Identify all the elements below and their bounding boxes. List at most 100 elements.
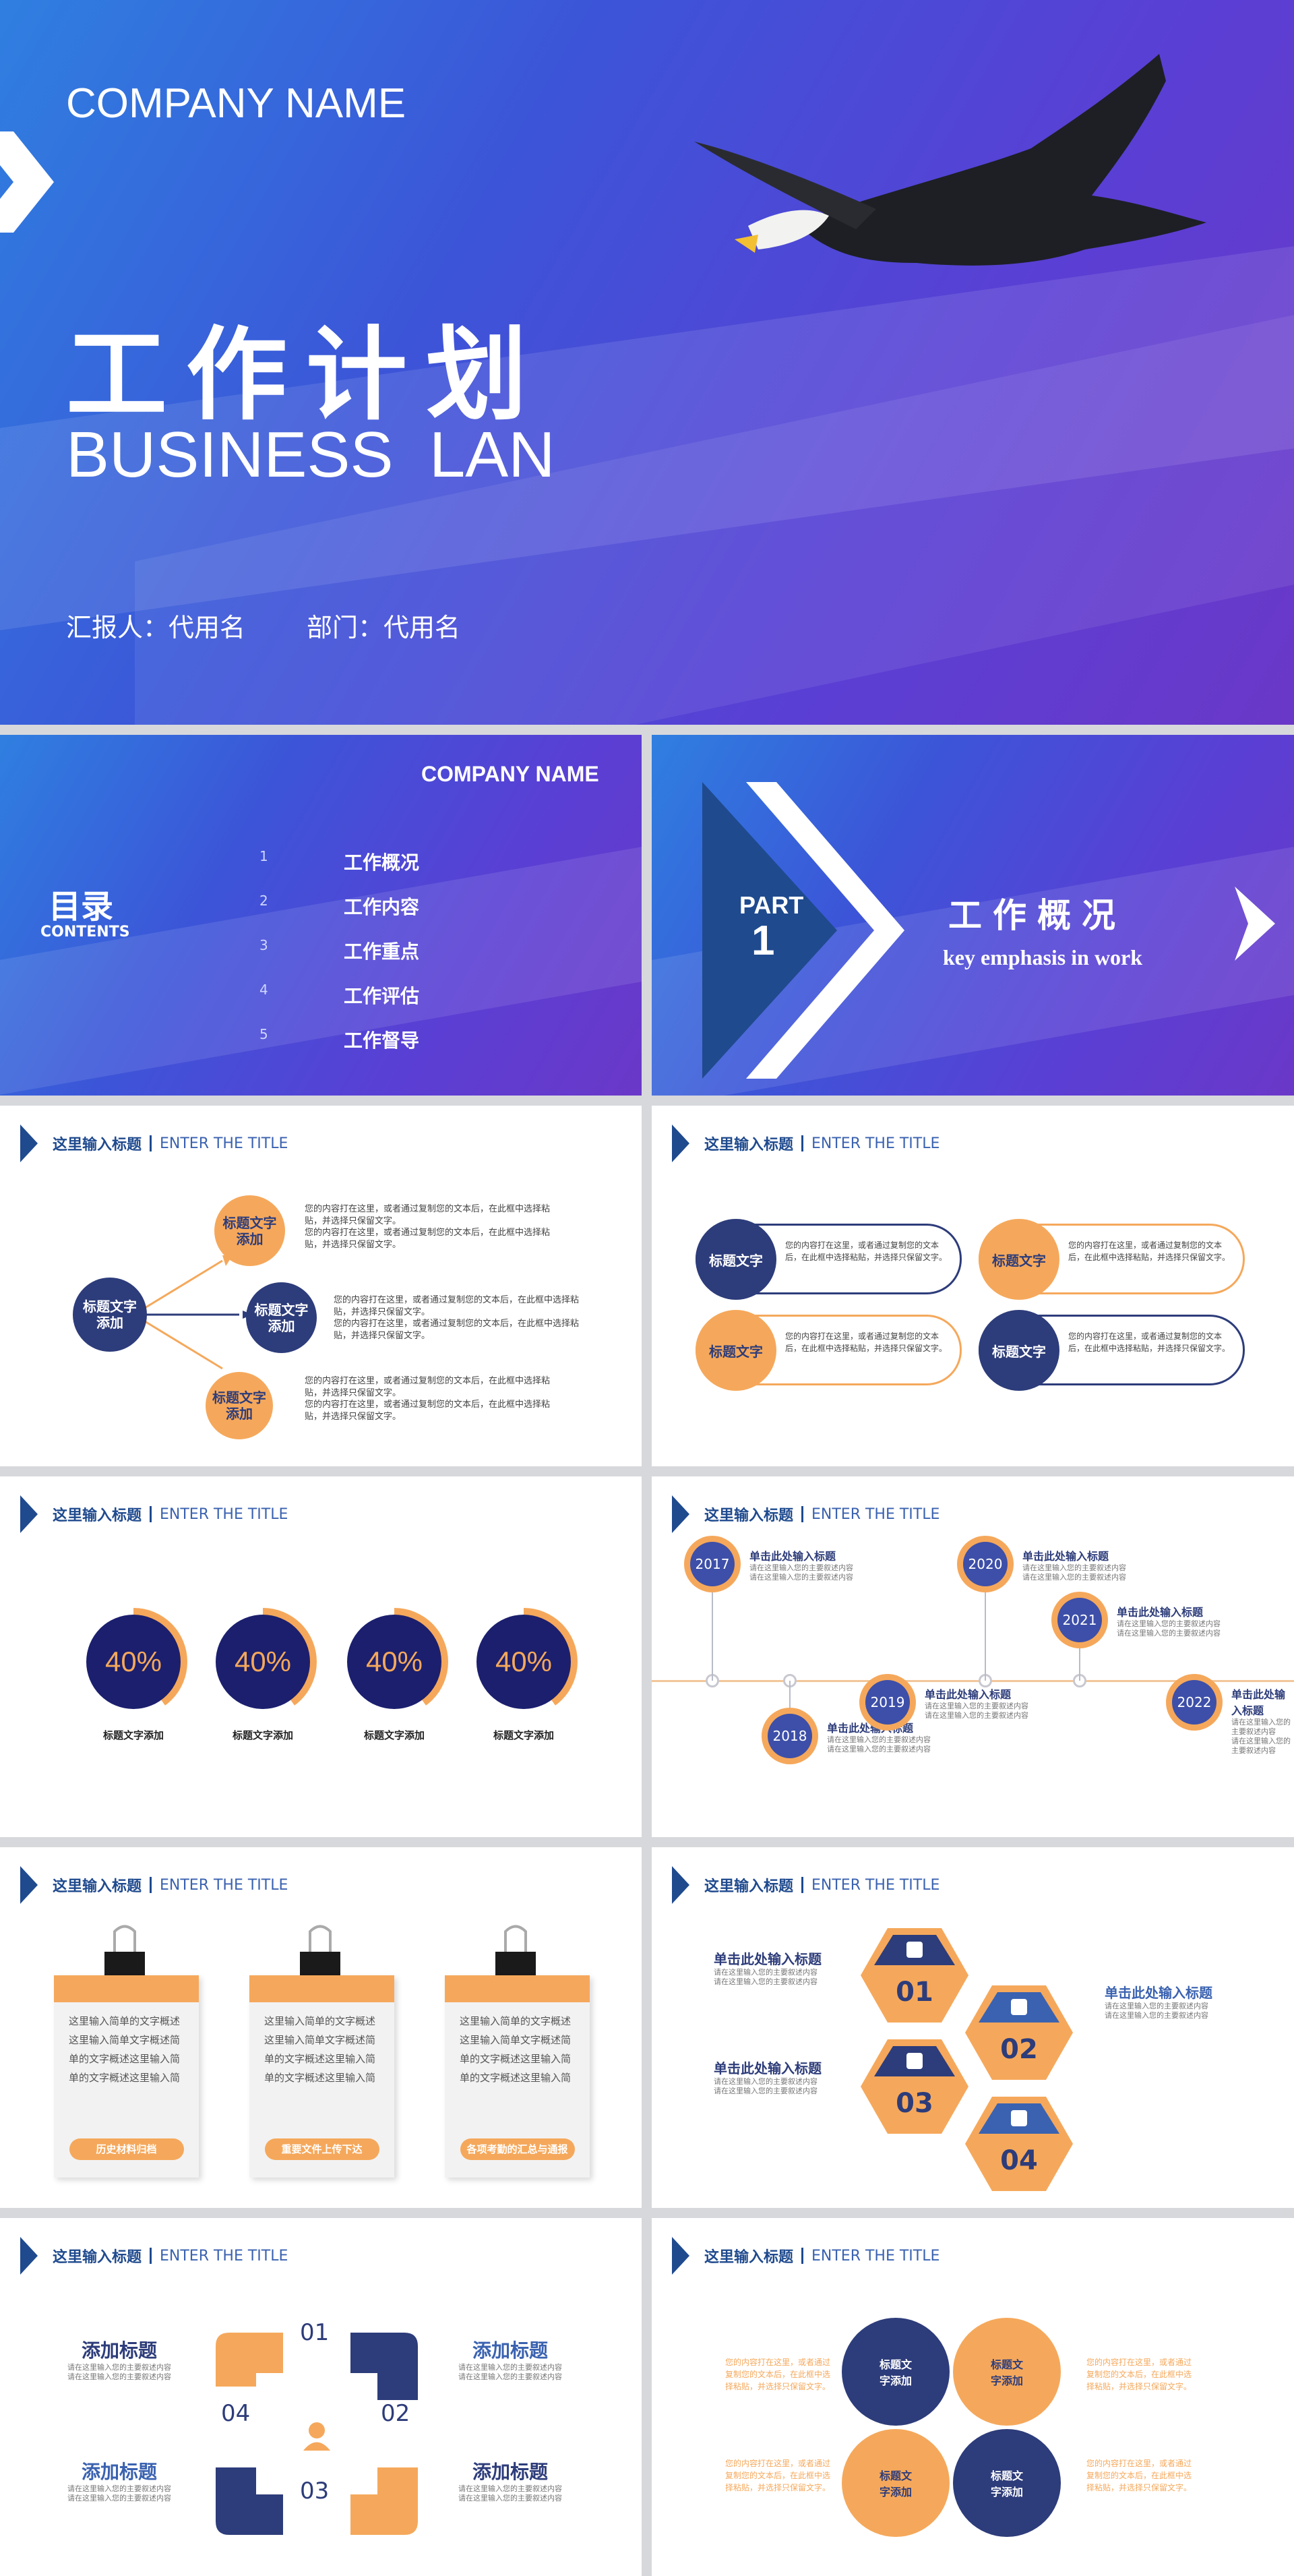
pill-item[interactable]: 标题文字 您的内容打在这里，或者通过复制您的文本后，在此框中选择粘贴，并选择只保… [696,1219,962,1300]
text-label: ENTER THE TITLE [160,1876,288,1894]
binder-clip-icon [91,1921,158,1975]
hex-item[interactable]: 03 [861,2039,968,2134]
toc-title-en: CONTENTS [40,924,130,940]
timeline-text: 单击此处输入标题请在这里输入您的主要叙述内容请在这里输入您的主要叙述内容 [749,1547,853,1582]
timeline-text: 单击此处输入标题请在这里输入您的主要叙述内容请在这里输入您的主要叙述内容 [925,1685,1028,1720]
note-card[interactable]: 这里输入简单的文字概述这里输入简单文字概述简单的文字概述这里输入简单的文字概述这… [249,1921,394,2178]
text-label: ENTER THE TITLE [811,2247,940,2265]
text-label: 请在这里输入您的主要叙述内容 [1022,1563,1126,1572]
year-node[interactable]: 2022 [1166,1674,1223,1731]
quad-circle-tl: 标题文字添加 [842,2318,950,2426]
year-node[interactable]: 2020 [957,1536,1014,1592]
percent-value: 40% [216,1615,310,1709]
text-label: 单击此处输入标题 [749,1550,836,1563]
hex-item[interactable]: 02 [965,1985,1073,2080]
next-arrow-icon[interactable] [1235,887,1275,961]
department-label: 部门：代用名 [307,613,461,642]
text-label: ENTER THE TITLE [811,1505,940,1523]
part-subtitle: key emphasis in work [943,945,1143,969]
text-label: 请在这里输入您的主要叙述内容 [458,2494,562,2503]
text-label: 2019 [865,1680,910,1725]
year-node[interactable]: 2017 [684,1536,741,1592]
timeline-stem [985,1591,986,1681]
text-label: 请在这里输入您的主要叙述内容 [749,1573,853,1582]
year-node[interactable]: 2019 [859,1674,916,1731]
text-label: 单击此处输入标题 [1105,1985,1212,2001]
year-node[interactable]: 2018 [762,1708,818,1764]
pill-item[interactable]: 标题文字 您的内容打在这里，或者通过复制您的文本后，在此框中选择粘贴，并选择只保… [696,1310,962,1391]
text-label: 请在这里输入您的主要叙述内容 [1105,2011,1208,2020]
header-triangle-icon [20,2237,38,2275]
percent-value: 40% [86,1615,181,1709]
year-node[interactable]: 2021 [1051,1592,1108,1648]
quad-text-1: 您的内容打在这里，或者通过复制您的文本后，在此框中选择粘贴，并选择只保留文字。 [725,2358,830,2391]
eagle-image [694,54,1220,378]
timeline-text: 单击此处输入标题请在这里输入您的主要叙述内容请在这里输入您的主要叙述内容 [1117,1603,1221,1638]
text-label: 请在这里输入您的主要叙述内容 [714,2087,818,2095]
note-card[interactable]: 这里输入简单的文字概述这里输入简单文字概述简单的文字概述这里输入简单的文字概述这… [54,1921,199,2178]
building-icon [1011,1999,1027,2015]
text-label: 请在这里输入您的主要叙述内容 [67,2363,171,2372]
text-label: 请在这里输入您的主要叙述内容 [714,1968,818,1977]
cover-title: 工作计划 [66,317,547,434]
text-label: 这里输入标题 [53,1137,142,1154]
card-tag: 各项考勤的汇总与通报 [460,2138,575,2160]
part-slide: PART 1 工作概况 key emphasis in work [652,735,1294,1096]
text-label: 1 [259,848,268,864]
ring-num-3: 03 [300,2478,330,2505]
pill-item[interactable]: 标题文字 您的内容打在这里，或者通过复制您的文本后，在此框中选择粘贴，并选择只保… [979,1219,1245,1300]
hex-item[interactable]: 04 [965,2097,1073,2191]
text-label: 这里输入标题 [704,1878,794,1895]
text-label: 这里输入标题 [53,1878,142,1895]
text-label: 2021 [1057,1598,1102,1642]
hex-item[interactable]: 01 [861,1928,968,2023]
text-label: 添加标题 [472,2461,548,2483]
text-label: ENTER THE TITLE [811,1876,940,1894]
text-label: 标题文字 [709,1343,763,1360]
part-title: 工作概况 [948,896,1126,935]
text-label: 01 [896,1977,933,2008]
flow-top-circle: 标题文字添加 [214,1195,285,1266]
note-card[interactable]: 这里输入简单的文字概述这里输入简单文字概述简单的文字概述这里输入简单的文字概述这… [445,1921,590,2178]
text-label: 请在这里输入您的主要叙述内容 [67,2484,171,2493]
text-label: 2017 [690,1542,735,1586]
flow-text-2: 您的内容打在这里，或者通过复制您的文本后，在此框中选择粘贴，并选择只保留文字。 [305,1228,551,1250]
text-label: 这里输入标题 [53,2249,142,2266]
pill-item[interactable]: 标题文字 您的内容打在这里，或者通过复制您的文本后，在此框中选择粘贴，并选择只保… [979,1310,1245,1391]
percent-ring: 40% [470,1608,578,1716]
text-label: 标题文字 [992,1343,1046,1360]
text-label: 03 [896,2088,933,2119]
ring-label-1: 添加标题请在这里输入您的主要叙述内容请在这里输入您的主要叙述内容 [67,2336,171,2382]
text-label: 请在这里输入您的主要叙述内容 [749,1563,853,1572]
timeline-text: 单击此处输入标题请在这里输入您的主要叙述内容请在这里输入您的主要叙述内容 [1231,1685,1294,1756]
text-label: 单击此处输入标题 [925,1688,1012,1701]
quad-circle-tr: 标题文字添加 [953,2318,1061,2426]
timeline-text: 单击此处输入标题请在这里输入您的主要叙述内容请在这里输入您的主要叙述内容 [1022,1547,1126,1582]
flow-text-3: 您的内容打在这里，或者通过复制您的文本后，在此框中选择粘贴，并选择只保留文字。 [334,1295,580,1317]
flow-bottom-circle: 标题文字添加 [206,1372,273,1439]
ring-label-3: 添加标题请在这里输入您的主要叙述内容请在这里输入您的主要叙述内容 [67,2457,171,2503]
card-text: 这里输入简单的文字概述这里输入简单文字概述简单的文字概述这里输入简单的文字概述这… [69,2015,181,2084]
flow-text-4: 您的内容打在这里，或者通过复制您的文本后，在此框中选择粘贴，并选择只保留文字。 [334,1319,580,1341]
slide-header: 这里输入标题 ENTER THE TITLE [20,1866,288,1904]
toc-title: 目录 [49,888,114,926]
card-text: 这里输入简单的文字概述这里输入简单文字概述简单的文字概述这里输入简单的文字概述这… [264,2015,376,2084]
percent-item: 40%标题文字添加 [470,1608,578,1742]
text-label: 2 [259,893,268,909]
text-label: 工作重点 [344,940,420,963]
binder-clip-icon [286,1921,354,1975]
text-label: 添加标题 [472,2339,548,2362]
text-label: 标题文字添加 [879,2469,912,2498]
text-label: 单击此处输入标题 [1022,1550,1109,1563]
